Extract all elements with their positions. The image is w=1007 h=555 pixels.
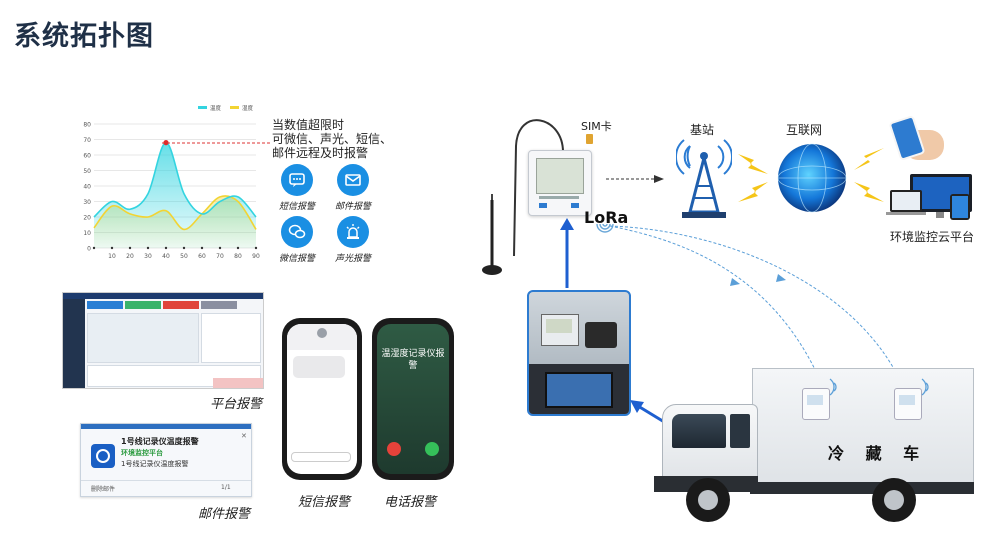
caption-call-alarm: 电话报警 (384, 495, 437, 510)
alarm-description: 当数值超限时 可微信、声光、短信、 邮件远程及时报警 (272, 118, 393, 160)
page-title: 系统拓扑图 (14, 21, 154, 52)
peak-marker (163, 140, 169, 146)
temperature-humidity-chart: 0 10 20 30 40 50 60 70 80 10 20 30 40 50 60 70 80 90 温度 湿度 (83, 104, 260, 260)
x-tick-mark (128, 246, 132, 250)
y-tick-label: 10 (83, 230, 91, 237)
email-body: 1号线记录仪温度报警 (121, 460, 189, 468)
sim-card-icon (586, 134, 593, 144)
alarm-light-icon (337, 216, 369, 248)
x-tick-mark (146, 246, 150, 250)
y-tick-label: 60 (83, 153, 91, 160)
series-area-0 (94, 142, 256, 248)
alarm-method-light: 声光报警 (328, 216, 378, 264)
sim-card-label: SIM卡 (581, 120, 612, 133)
x-tick-label: 30 (144, 253, 152, 260)
x-tick-label: 90 (252, 253, 260, 260)
x-tick-label: 10 (108, 253, 116, 260)
lora-signal-paths (609, 225, 901, 381)
y-tick-label: 0 (87, 246, 91, 253)
x-tick-label: 40 (162, 253, 170, 260)
x-tick-label: 80 (234, 253, 242, 260)
contact-avatar (317, 328, 327, 338)
x-tick-label: 20 (126, 253, 134, 260)
mail-icon (337, 164, 369, 196)
decline-call-icon[interactable] (387, 442, 401, 456)
y-tick-label: 70 (83, 137, 91, 144)
front-wheel (686, 478, 730, 522)
signal-lightning-1 (738, 154, 768, 174)
truck-sensor-1-signal-icon (829, 378, 837, 396)
delete-email-button[interactable]: 删除邮件 (91, 486, 116, 493)
caller-name: 温湿度记录仪报警 (381, 349, 445, 371)
peak-connector (162, 142, 270, 144)
signal-lightning-3 (854, 148, 884, 170)
x-tick-mark (110, 246, 114, 250)
device-to-tower-arrow (606, 175, 664, 183)
x-tick-label: 60 (198, 253, 206, 260)
call-phone: 温湿度记录仪报警 (372, 318, 454, 480)
legend-label-1: 湿度 (242, 104, 254, 112)
photo-to-device-arrow (560, 218, 574, 288)
x-tick-mark (164, 246, 168, 250)
platform-dashboard-thumbnail (62, 292, 264, 389)
alarm-method-wechat: 微信报警 (272, 216, 322, 264)
email-app-icon (91, 444, 115, 468)
data-logger-device (528, 150, 592, 216)
email-pager: 1/1 (221, 484, 231, 491)
in-cab-device-photo (527, 290, 631, 416)
x-tick-mark (200, 246, 204, 250)
legend-label-0: 温度 (210, 104, 222, 112)
internet-globe-icon (777, 143, 847, 213)
x-tick-label: 70 (216, 253, 224, 260)
alarm-method-mail: 邮件报警 (328, 164, 378, 212)
mobile-phone-in-hand (888, 114, 948, 162)
x-tick-mark (254, 246, 258, 250)
caption-platform-alarm: 平台报警 (210, 397, 263, 412)
sms-icon (281, 164, 313, 196)
signal-lightning-4 (854, 182, 884, 202)
caption-sms-alarm: 短信报警 (298, 495, 351, 510)
y-tick-label: 80 (83, 122, 91, 129)
x-tick-mark (92, 246, 96, 250)
rear-wheel (872, 478, 916, 522)
series-line-0 (93, 141, 257, 218)
truck-sensor-2 (894, 388, 922, 420)
email-sender: 环境监控平台 (121, 449, 163, 457)
truck-sensor-1 (802, 388, 830, 420)
x-tick-mark (236, 246, 240, 250)
lora-label: LoRa (584, 208, 629, 227)
base-station-tower-icon (676, 139, 732, 218)
internet-label: 互联网 (786, 123, 823, 137)
x-tick-label: 50 (180, 253, 188, 260)
accept-call-icon[interactable] (425, 442, 439, 456)
y-tick-label: 30 (83, 199, 91, 206)
y-tick-label: 40 (83, 184, 91, 191)
alarm-method-sms: 短信报警 (272, 164, 322, 212)
refrigerated-truck: 冷 藏 车 (650, 364, 980, 530)
antenna-cable (482, 119, 564, 275)
cloud-platform-devices (886, 170, 976, 222)
base-station-label: 基站 (690, 123, 715, 137)
x-tick-mark (218, 246, 222, 250)
caption-email-alarm: 邮件报警 (198, 507, 251, 522)
truck-sensor-2-signal-icon (921, 378, 929, 396)
wechat-icon (281, 216, 313, 248)
y-tick-label: 20 (83, 215, 91, 222)
x-tick-mark (182, 246, 186, 250)
legend-swatch-1 (230, 106, 239, 109)
email-alarm-popup: 1号线记录仪温度报警 环境监控平台 1号线记录仪温度报警 删除邮件 1/1 ✕ (80, 423, 252, 497)
truck-label: 冷 藏 车 (828, 444, 928, 463)
close-icon[interactable]: ✕ (241, 432, 247, 440)
signal-lightning-2 (738, 182, 768, 202)
y-tick-label: 50 (83, 168, 91, 175)
email-title: 1号线记录仪温度报警 (121, 437, 199, 446)
cloud-platform-label: 环境监控云平台 (890, 230, 975, 244)
sms-phone (282, 318, 362, 480)
legend-swatch-0 (198, 106, 207, 109)
